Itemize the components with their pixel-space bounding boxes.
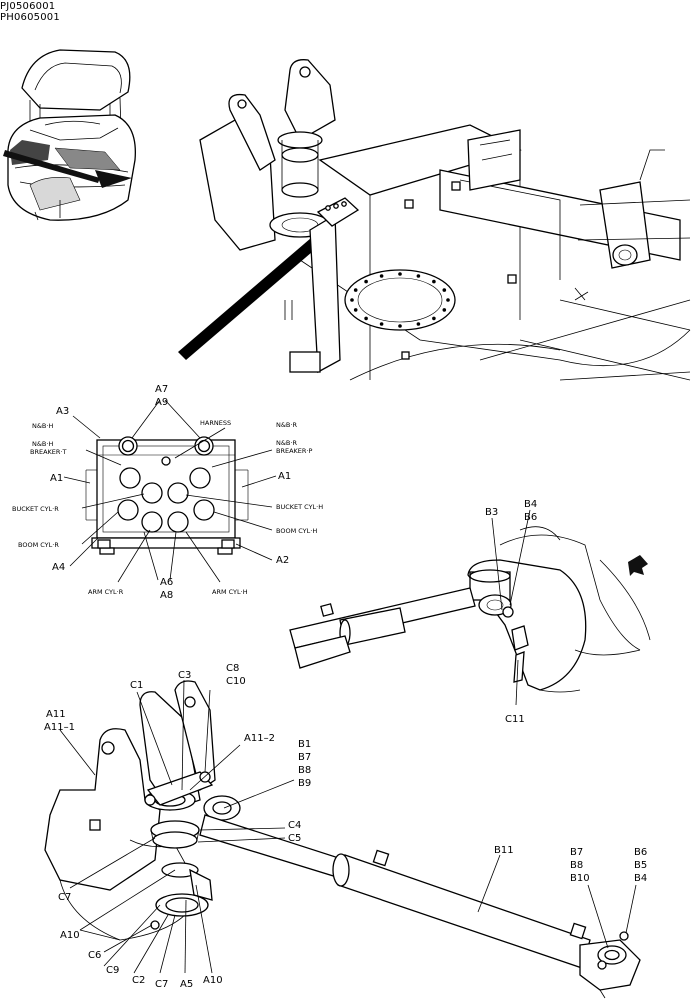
label-a1-right: A1 (278, 471, 291, 482)
label-b6: B6 (524, 512, 537, 523)
ring-bolt-hole (364, 316, 368, 321)
label-boom-cyl-r: BOOM CYL·R (18, 541, 59, 549)
label-b7: B7 (298, 752, 311, 763)
swing-cylinder-assembly: A11 A11–1 C1 C3 C8 C10 A11–2 B1 B7 B8 B9… (44, 663, 647, 999)
label-b4-right: B4 (634, 873, 647, 884)
ring-bolt-hole (432, 279, 436, 284)
label-b8: B8 (298, 765, 311, 776)
label-c8: C8 (226, 663, 239, 674)
label-c3: C3 (178, 670, 191, 681)
cylinder-rod-end-detail: B3 B4 B6 C11 (289, 499, 651, 725)
label-a2: A2 (276, 555, 289, 566)
label-c7-left: C7 (58, 892, 71, 903)
label-c4: C4 (288, 820, 301, 831)
label-b8-right: B8 (570, 860, 583, 871)
label-bucket-cyl-r: BUCKET CYL·R (12, 505, 59, 513)
label-a8: A8 (160, 590, 173, 601)
label-c6: C6 (88, 950, 101, 961)
label-nb-breaker-p-1: N&B·R (276, 439, 297, 447)
label-a3: A3 (56, 406, 69, 417)
label-nb-h: N&B·H (32, 422, 53, 430)
pointer-wedge (178, 232, 326, 360)
ring-bolt-hole (353, 308, 358, 312)
label-arm-cyl-h: ARM CYL·H (212, 588, 248, 596)
ring-bolt-hole (432, 316, 436, 321)
label-nb-breaker-t-2: BREAKER·T (30, 448, 66, 456)
ring-bolt-hole (442, 288, 447, 292)
upper-frame-illustration (199, 59, 691, 381)
label-a11-1: A11–1 (44, 722, 75, 733)
ring-bolt-hole (442, 308, 447, 312)
control-valve-connector-detail: A7 A9 A3 HARNESS N&B·H N&B·R N&B·H BREAK… (12, 384, 323, 601)
machine-overview-illustration (3, 49, 136, 221)
label-nb-breaker-t-1: N&B·H (32, 440, 53, 448)
label-a11-2: A11–2 (244, 733, 275, 744)
ring-bolt-hole (416, 322, 421, 326)
label-harness: HARNESS (200, 419, 231, 427)
label-b9: B9 (298, 778, 311, 789)
ring-bolt-hole (398, 324, 402, 328)
label-a4: A4 (52, 562, 65, 573)
label-a10-bottom: A10 (203, 975, 223, 986)
label-b11: B11 (494, 845, 514, 856)
label-a11: A11 (46, 709, 66, 720)
label-boom-cyl-h: BOOM CYL·H (276, 527, 317, 535)
label-nb-r: N&B·R (276, 421, 297, 429)
ring-bolt-hole (350, 298, 354, 302)
ring-bolt-hole (416, 274, 421, 278)
ring-bolt-hole (379, 274, 384, 278)
label-c9: C9 (106, 965, 119, 976)
drawing-code-1: PJ0506001 (0, 1, 56, 12)
ring-bolt-hole (398, 272, 402, 276)
ring-bolt-hole (379, 322, 384, 326)
label-c5: C5 (288, 833, 301, 844)
label-b3: B3 (485, 507, 498, 518)
label-c1: C1 (130, 680, 143, 691)
ring-bolt-hole (353, 288, 358, 292)
ring-bolt-hole (446, 298, 450, 302)
label-b5-right: B5 (634, 860, 647, 871)
label-b4: B4 (524, 499, 537, 510)
drawing-code-2: PH0605001 (0, 12, 60, 23)
label-b7-right: B7 (570, 847, 583, 858)
label-bucket-cyl-h: BUCKET CYL·H (276, 503, 323, 511)
label-a9: A9 (155, 397, 168, 408)
label-nb-breaker-p-2: BREAKER·P (276, 447, 312, 455)
label-b1: B1 (298, 739, 311, 750)
ring-bolt-hole (364, 279, 368, 284)
label-a7: A7 (155, 384, 168, 395)
label-c11: C11 (505, 714, 525, 725)
label-c2: C2 (132, 975, 145, 986)
label-c7-bottom: C7 (155, 979, 168, 990)
label-a5: A5 (180, 979, 193, 990)
label-b10-right: B10 (570, 873, 590, 884)
label-arm-cyl-r: ARM CYL·R (88, 588, 124, 596)
label-a1-left: A1 (50, 473, 63, 484)
label-a6: A6 (160, 577, 173, 588)
label-c10: C10 (226, 676, 246, 687)
label-a10-left: A10 (60, 930, 80, 941)
label-b6-right: B6 (634, 847, 647, 858)
